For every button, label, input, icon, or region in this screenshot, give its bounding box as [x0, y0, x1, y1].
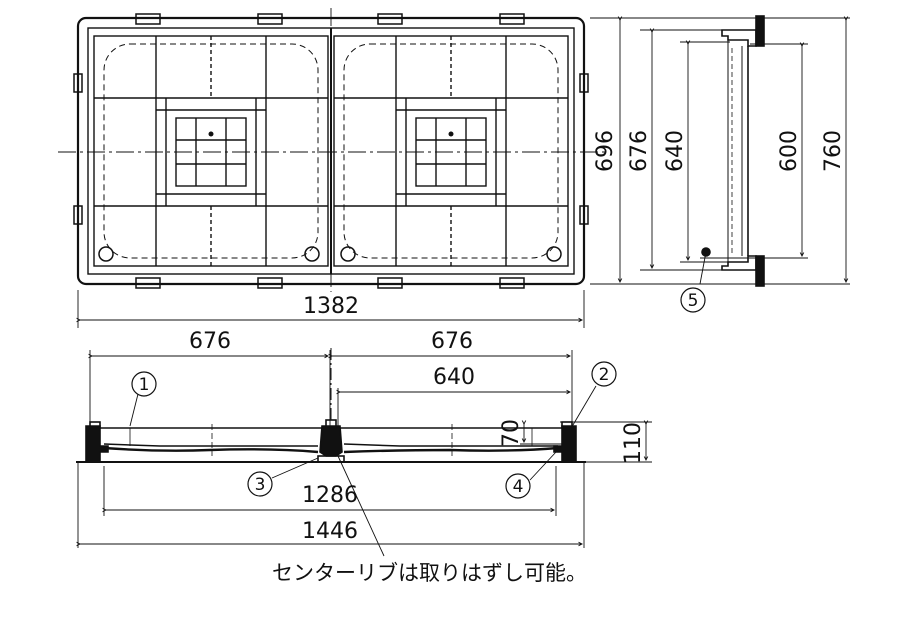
section-depth-70-label: 70	[499, 419, 524, 447]
plan-width-label: 1382	[303, 294, 359, 319]
plan-left-panel	[93, 35, 329, 267]
side-view	[590, 15, 850, 313]
section-depth-110-label: 110	[621, 422, 646, 464]
side-label-640: 640	[663, 130, 688, 172]
callout-1-circle	[131, 371, 157, 397]
callout-4-label: 4	[513, 477, 524, 497]
section-base-inner-label: 1286	[302, 483, 358, 508]
callout-4-circle	[505, 473, 531, 499]
side-label-760: 760	[821, 130, 846, 172]
plan-left-grid	[94, 36, 328, 266]
plan-right-panel	[333, 35, 569, 267]
plan-holes	[98, 246, 562, 262]
plan-left-dashed	[103, 43, 319, 259]
side-label-676: 676	[627, 130, 652, 172]
section-cover-left	[100, 424, 322, 456]
callout-1-label: 1	[139, 375, 150, 395]
plan-right-grid	[334, 36, 568, 266]
section-left-span-label: 676	[189, 329, 231, 354]
section-center-rib	[317, 348, 345, 463]
callout-2-circle	[591, 361, 617, 387]
callout-3-circle	[247, 471, 273, 497]
caption-note: センターリブは取りはずし可能。	[272, 561, 587, 585]
section-view	[76, 348, 652, 557]
callout-3-label: 3	[255, 475, 266, 495]
plan-rivets	[208, 131, 454, 137]
plan-height-label: 696	[593, 130, 618, 172]
plan-view	[58, 8, 608, 328]
section-frame-left	[85, 421, 109, 462]
section-cover-right	[340, 424, 562, 456]
plan-lugs	[73, 13, 589, 289]
callout-5-circle	[680, 287, 706, 313]
side-label-600: 600	[777, 130, 802, 172]
plan-right-dashed	[343, 43, 559, 259]
section-inner-span-label: 640	[433, 365, 475, 390]
side-frame-profile	[699, 15, 765, 287]
section-right-span-label: 676	[431, 329, 473, 354]
callout-5-label: 5	[688, 291, 699, 311]
callout-2-label: 2	[599, 365, 610, 385]
section-base-outer-label: 1446	[302, 519, 358, 544]
